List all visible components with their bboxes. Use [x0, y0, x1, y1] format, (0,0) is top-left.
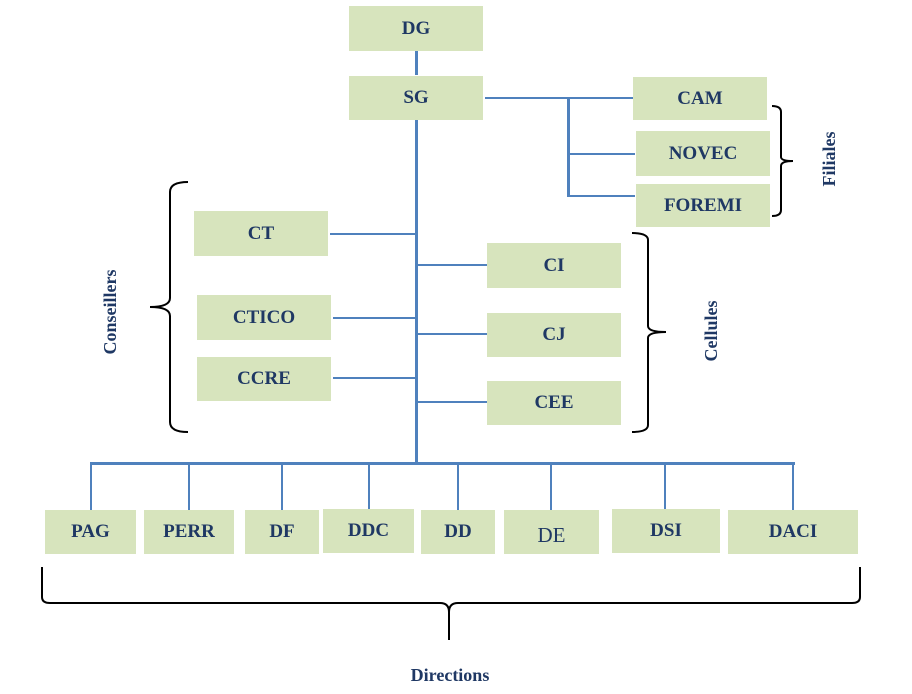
- connector-filiales-vertical: [567, 97, 570, 197]
- connector-directions-bar: [90, 462, 795, 465]
- connector-novec: [567, 153, 635, 155]
- box-ccre[interactable]: CCRE: [197, 357, 331, 401]
- box-dd-label: DD: [444, 521, 472, 542]
- connector-dsi: [664, 462, 666, 510]
- label-cellules: Cellules: [701, 300, 721, 362]
- connector-ctico: [333, 317, 416, 319]
- box-cj[interactable]: CJ: [487, 313, 621, 357]
- box-novec[interactable]: NOVEC: [636, 131, 770, 176]
- box-foremi[interactable]: FOREMI: [636, 184, 770, 227]
- brace-directions: [41, 567, 861, 640]
- box-foremi-label: FOREMI: [663, 194, 743, 216]
- box-perr[interactable]: PERR: [144, 510, 234, 554]
- brace-conseillers: [149, 181, 189, 433]
- box-cee[interactable]: CEE: [487, 381, 621, 425]
- box-ct[interactable]: CT: [194, 211, 328, 256]
- connector-ci: [417, 264, 487, 266]
- label-directions: Directions: [410, 665, 490, 685]
- box-dsi[interactable]: DSI: [612, 509, 720, 553]
- box-cee-label: CEE: [534, 392, 574, 413]
- connector-main-trunk: [415, 120, 418, 464]
- box-dd[interactable]: DD: [421, 510, 495, 554]
- box-df-label: DF: [269, 521, 295, 542]
- box-ci[interactable]: CI: [487, 243, 621, 288]
- box-sg-label: SG: [403, 87, 429, 108]
- box-daci-label: DACI: [768, 521, 818, 542]
- box-ci-label: CI: [543, 254, 565, 276]
- box-ct-label: CT: [247, 222, 275, 244]
- connector-foremi: [567, 195, 635, 197]
- connector-cee: [417, 401, 487, 403]
- box-dg[interactable]: DG: [349, 6, 483, 51]
- connector-de: [550, 462, 552, 512]
- connector-ct: [330, 233, 416, 235]
- box-sg[interactable]: SG: [349, 76, 483, 120]
- box-ddc[interactable]: DDC: [323, 509, 414, 553]
- brace-filiales: [771, 105, 794, 217]
- box-novec-label: NOVEC: [668, 142, 738, 164]
- connector-cj: [417, 333, 487, 335]
- connector-df: [281, 462, 283, 512]
- box-perr-label: PERR: [163, 521, 215, 542]
- connector-ddc: [368, 462, 370, 512]
- label-conseillers: Conseillers: [100, 269, 120, 355]
- connector-dg-sg: [415, 51, 418, 75]
- box-de[interactable]: DE: [504, 510, 599, 554]
- box-ccre-label: CCRE: [237, 368, 291, 389]
- box-dg-label: DG: [401, 17, 431, 39]
- connector-daci: [792, 462, 794, 512]
- label-filiales: Filiales: [819, 131, 839, 187]
- brace-cellules: [631, 232, 667, 433]
- box-df[interactable]: DF: [245, 510, 319, 554]
- box-cam-label: CAM: [677, 87, 723, 109]
- box-ctico[interactable]: CTICO: [197, 295, 331, 340]
- connector-sg-filiales: [485, 97, 633, 99]
- connector-perr: [188, 462, 190, 512]
- box-pag[interactable]: PAG: [45, 510, 136, 554]
- connector-pag: [90, 462, 92, 512]
- box-ctico-label: CTICO: [232, 306, 296, 328]
- box-ddc-label: DDC: [347, 520, 390, 541]
- box-dsi-label: DSI: [650, 520, 682, 541]
- box-daci[interactable]: DACI: [728, 510, 858, 554]
- box-pag-label: PAG: [71, 521, 110, 542]
- box-cj-label: CJ: [542, 324, 566, 345]
- box-cam[interactable]: CAM: [633, 77, 767, 120]
- connector-ccre: [333, 377, 416, 379]
- box-de-label: DE: [537, 522, 566, 547]
- connector-dd: [457, 462, 459, 512]
